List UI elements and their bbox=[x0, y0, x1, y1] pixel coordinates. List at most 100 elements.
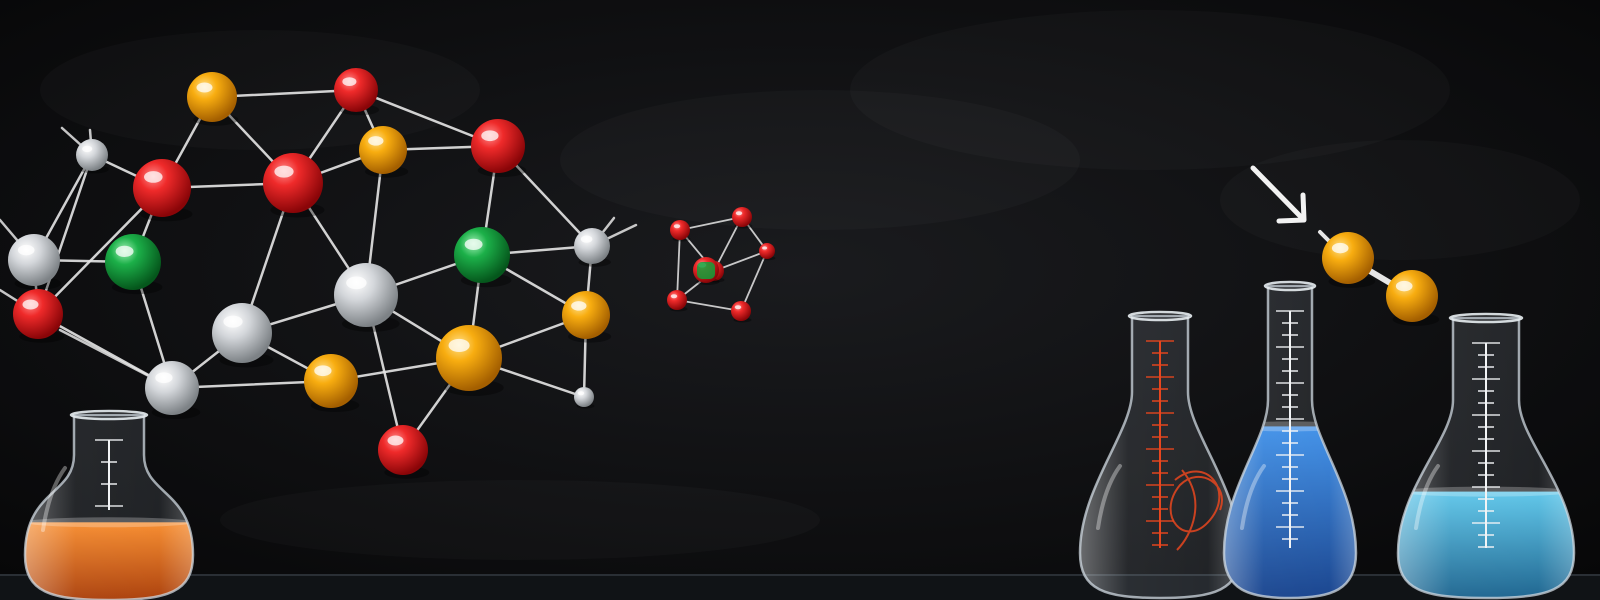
molecule-atom-gray bbox=[76, 139, 109, 174]
atom-sphere bbox=[145, 361, 199, 415]
flask-outline bbox=[1396, 316, 1576, 600]
atom-sphere bbox=[8, 234, 60, 286]
molecule-atom-gray bbox=[334, 263, 400, 332]
falling-atom-orange bbox=[1322, 232, 1376, 288]
molecule-atom-gray bbox=[8, 234, 62, 290]
atom-sphere bbox=[574, 228, 610, 264]
molecule-atom-red bbox=[263, 153, 325, 218]
atom-highlight bbox=[82, 145, 93, 153]
atom-highlight bbox=[577, 391, 585, 396]
molecule-atom-green bbox=[105, 234, 163, 295]
atom-highlight bbox=[673, 224, 681, 229]
shelf-surface bbox=[0, 574, 1600, 600]
molecule-atom-orange bbox=[562, 291, 612, 343]
atom-sphere bbox=[732, 207, 752, 227]
molecule-atom-red bbox=[334, 68, 380, 116]
flask-outline bbox=[1222, 284, 1358, 600]
flask-rim bbox=[1127, 310, 1193, 322]
molecule-atom-gray bbox=[574, 228, 611, 267]
graduation-marks bbox=[95, 439, 123, 510]
atom-sphere bbox=[359, 126, 407, 174]
round-flask-orange bbox=[23, 409, 195, 600]
atom-highlight bbox=[274, 165, 294, 178]
atom-sphere bbox=[263, 153, 323, 213]
small-molecule-bond bbox=[740, 250, 768, 312]
molecule-atom-gray bbox=[145, 361, 201, 420]
flask-rim bbox=[69, 409, 149, 421]
erlenmeyer-flask-clear bbox=[1078, 310, 1242, 600]
flask-scribble bbox=[1169, 469, 1223, 551]
atom-highlight bbox=[22, 299, 39, 310]
atom-sphere bbox=[187, 72, 237, 122]
atom-highlight bbox=[448, 338, 470, 353]
atom-sphere bbox=[667, 290, 687, 310]
atom-sphere bbox=[1386, 270, 1438, 322]
graduation-marks bbox=[1146, 340, 1174, 548]
atom-highlight bbox=[670, 294, 678, 299]
chalk-smudge bbox=[220, 480, 820, 560]
atom-highlight bbox=[223, 315, 243, 328]
molecule-atom-orange bbox=[187, 72, 239, 126]
small-molecule-bond bbox=[676, 299, 742, 312]
atom-sphere bbox=[378, 425, 428, 475]
atom-sphere bbox=[436, 325, 502, 391]
molecule-atom-red bbox=[133, 159, 193, 222]
small-molecule-center-band bbox=[697, 262, 715, 279]
shelf-edge bbox=[0, 574, 1600, 576]
atom-highlight bbox=[115, 245, 134, 257]
arrow-shaft bbox=[1250, 165, 1305, 221]
molecule-atom-orange bbox=[359, 126, 409, 178]
small-molecule-atom-red bbox=[667, 290, 688, 312]
atom-sphere bbox=[670, 220, 690, 240]
atom-highlight bbox=[1395, 280, 1413, 292]
molecule-atom-green bbox=[454, 227, 512, 288]
flask-reflection bbox=[1240, 464, 1266, 530]
atom-highlight bbox=[387, 435, 404, 446]
atom-highlight bbox=[144, 171, 163, 183]
molecule-atom-gray bbox=[574, 387, 595, 409]
molecule-atom-orange bbox=[436, 325, 504, 396]
arrow-icon bbox=[1250, 165, 1307, 224]
atom-sphere bbox=[1322, 232, 1374, 284]
molecule-atom-red bbox=[13, 289, 65, 343]
small-molecule-bond bbox=[676, 229, 681, 301]
atom-sphere bbox=[574, 387, 594, 407]
flask-reflection bbox=[1096, 464, 1122, 530]
atom-sphere bbox=[759, 243, 775, 259]
atom-highlight bbox=[314, 365, 332, 377]
atom-highlight bbox=[155, 372, 173, 384]
small-molecule-bond bbox=[679, 216, 743, 231]
small-molecule-atom-red bbox=[731, 301, 752, 323]
atom-highlight bbox=[481, 130, 499, 142]
atom-highlight bbox=[571, 301, 587, 311]
atom-sphere bbox=[76, 139, 108, 171]
molecule-atom-red bbox=[471, 119, 527, 178]
small-molecule-bond bbox=[713, 216, 743, 272]
atom-sphere bbox=[212, 303, 272, 363]
atom-sphere bbox=[562, 291, 610, 339]
graduation-marks bbox=[1276, 310, 1304, 548]
atom-highlight bbox=[735, 211, 743, 216]
atom-sphere bbox=[13, 289, 63, 339]
molecule-atom-orange bbox=[304, 354, 360, 413]
molecule-atom-gray bbox=[212, 303, 274, 368]
atom-sphere bbox=[454, 227, 510, 283]
molecule-bond bbox=[36, 153, 94, 316]
molecule-bond bbox=[36, 186, 164, 316]
atom-highlight bbox=[580, 235, 593, 243]
atom-highlight bbox=[368, 136, 384, 146]
round-flask-cyan bbox=[1396, 312, 1576, 600]
falling-atom-orange bbox=[1386, 270, 1440, 326]
atom-highlight bbox=[1331, 242, 1349, 254]
atom-highlight bbox=[196, 82, 213, 93]
small-molecule-atom-red bbox=[759, 243, 776, 261]
atom-highlight bbox=[346, 276, 367, 290]
arrow-head bbox=[1276, 192, 1307, 224]
atom-sphere bbox=[334, 263, 398, 327]
atom-sphere bbox=[471, 119, 525, 173]
flask-rim bbox=[1263, 280, 1317, 292]
graduation-marks bbox=[1472, 342, 1500, 548]
atom-highlight bbox=[17, 244, 35, 256]
chalk-smudge bbox=[1220, 140, 1580, 260]
atom-highlight bbox=[342, 77, 357, 87]
